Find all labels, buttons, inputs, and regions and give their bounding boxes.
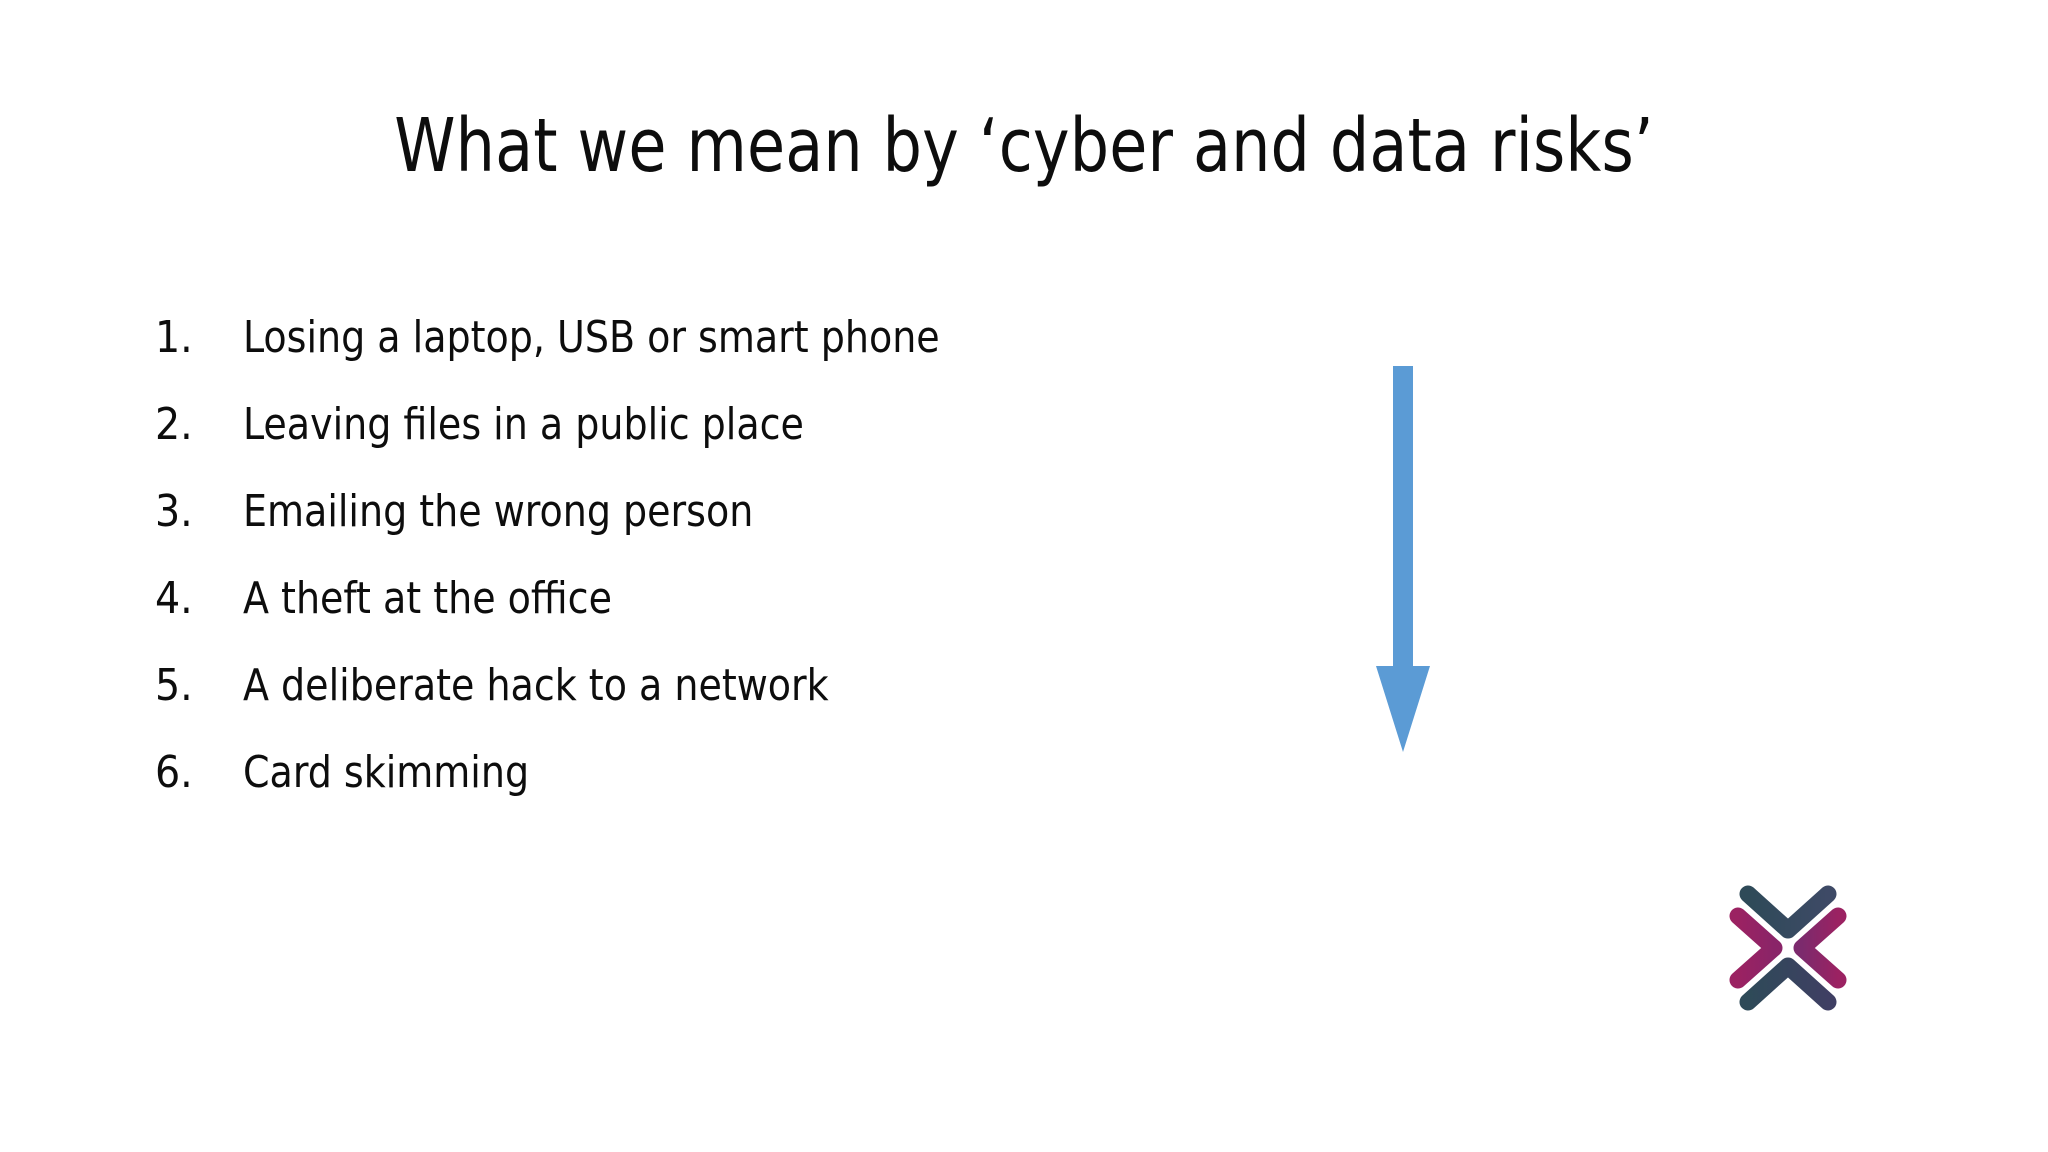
list-item-number: 5.: [155, 660, 193, 711]
list-item-label: Emailing the wrong person: [243, 486, 754, 537]
list-item-label: Leaving files in a public place: [243, 399, 804, 450]
chevron-bottom: [1739, 957, 1837, 1011]
page-title: What we mean by ‘cyber and data risks’: [394, 103, 1654, 189]
down-arrow-icon: [1376, 366, 1430, 752]
risk-list: 1. Losing a laptop, USB or smart phone 2…: [155, 312, 1275, 834]
chevron-right: [1793, 907, 1847, 989]
chevron-left: [1729, 907, 1783, 989]
list-item: 1. Losing a laptop, USB or smart phone: [155, 312, 1275, 399]
list-item-number: 6.: [155, 747, 193, 798]
list-item-number: 2.: [155, 399, 193, 450]
list-item-label: Losing a laptop, USB or smart phone: [243, 312, 940, 363]
list-item-label: Card skimming: [243, 747, 530, 798]
list-item: 3. Emailing the wrong person: [155, 486, 1275, 573]
list-item: 4. A theft at the office: [155, 573, 1275, 660]
list-item: 6. Card skimming: [155, 747, 1275, 834]
list-item-label: A deliberate hack to a network: [243, 660, 829, 711]
list-item-number: 1.: [155, 312, 193, 363]
list-item: 2. Leaving files in a public place: [155, 399, 1275, 486]
chevron-top: [1739, 885, 1837, 939]
list-item-label: A theft at the office: [243, 573, 612, 624]
list-item-number: 3.: [155, 486, 193, 537]
x-chevron-logo-icon: [1729, 885, 1847, 1011]
list-item: 5. A deliberate hack to a network: [155, 660, 1275, 747]
list-item-number: 4.: [155, 573, 193, 624]
